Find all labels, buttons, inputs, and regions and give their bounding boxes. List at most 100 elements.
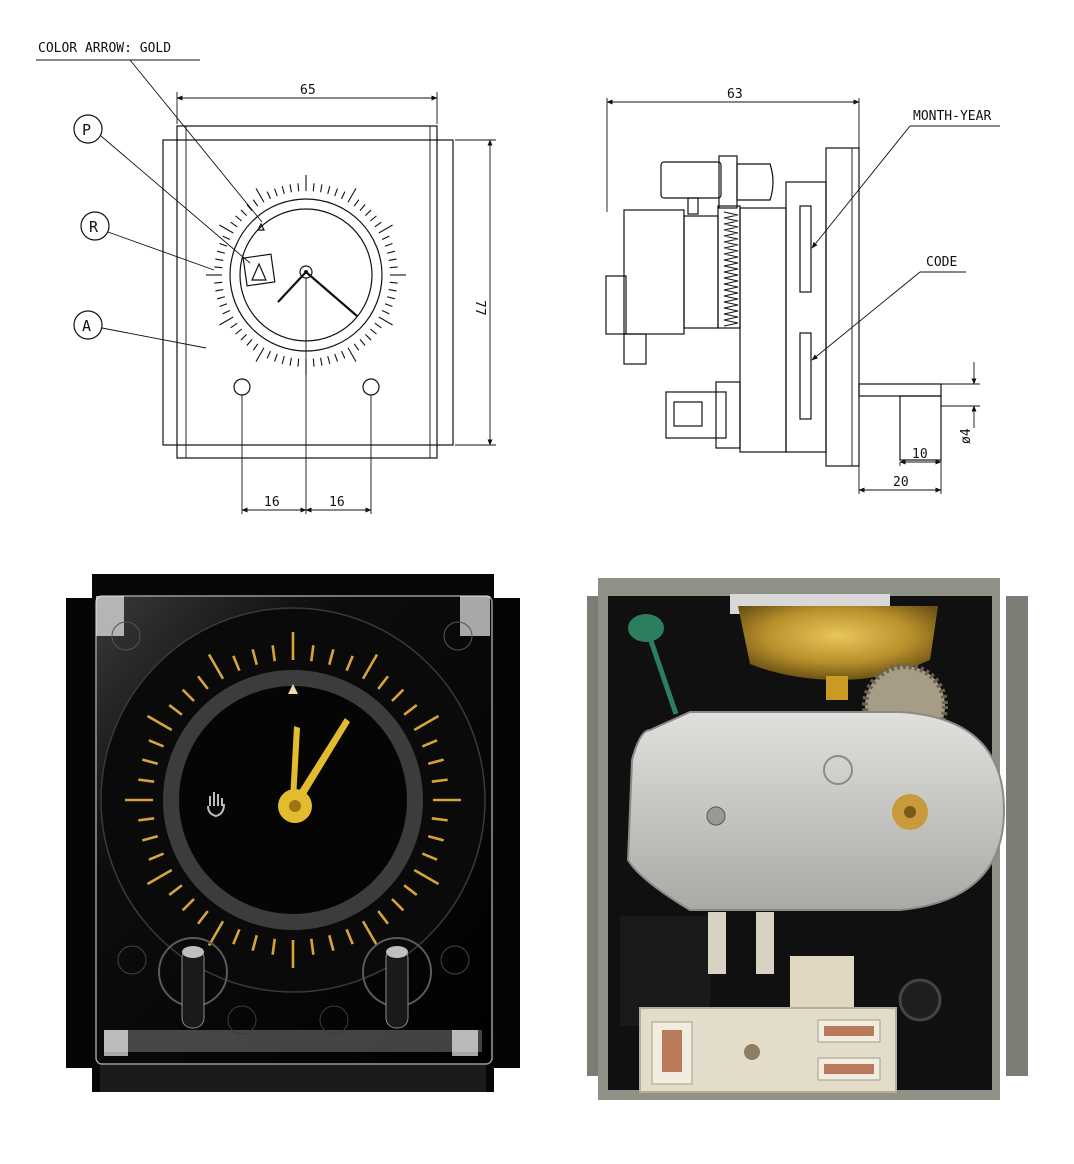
synchronous-motor <box>626 711 1006 911</box>
index-arrow-mark <box>257 222 265 231</box>
tick-mark <box>216 296 226 300</box>
tick-mark <box>222 235 231 240</box>
tick-mark <box>251 648 259 666</box>
tick-mark <box>168 704 183 716</box>
tick-mark <box>413 714 440 732</box>
hour-hand-photo <box>290 726 300 800</box>
tick-mark <box>274 188 278 197</box>
tick-mark <box>374 221 382 228</box>
tick-mark <box>232 655 241 672</box>
tick-mark <box>222 310 231 315</box>
tick-mark <box>181 898 195 912</box>
tick-mark <box>266 191 271 200</box>
tick-mark <box>141 834 159 842</box>
tick-mark <box>381 235 390 240</box>
tick-mark <box>289 184 292 193</box>
tick-mark <box>219 316 234 326</box>
motor-block-side <box>623 209 685 335</box>
tick-mark <box>138 816 155 822</box>
tick-mark <box>141 758 159 766</box>
manual-mode-symbol <box>251 262 267 281</box>
tick-mark <box>345 655 354 672</box>
tick-mark <box>421 739 438 748</box>
side-view-drawing: 63 MONTH-YEAR CODE <box>605 87 1000 494</box>
tick-mark <box>138 778 155 784</box>
tick-mark <box>235 215 243 222</box>
tick-mark <box>359 204 366 212</box>
code-slot <box>799 332 812 420</box>
tick-mark <box>240 209 247 216</box>
alarm-bell-side <box>660 161 722 199</box>
tick-mark <box>281 355 285 365</box>
tick-mark <box>327 185 331 195</box>
label-a: A <box>82 317 91 335</box>
tick-mark <box>431 778 448 784</box>
label-a-circle <box>73 310 103 340</box>
tick-mark <box>427 758 445 766</box>
shaft-diameter-dimension: ø4 <box>959 428 974 444</box>
front-frame-outline <box>176 125 438 459</box>
tick-mark <box>219 243 228 247</box>
tick-mark <box>148 852 165 861</box>
tick-mark <box>168 884 183 896</box>
tick-mark <box>271 938 277 955</box>
tick-mark <box>320 184 323 193</box>
tick-mark <box>365 334 372 341</box>
tick-mark <box>403 884 418 896</box>
tick-mark <box>232 928 241 945</box>
tick-mark <box>374 322 382 329</box>
tick-mark <box>403 704 418 716</box>
tick-mark <box>377 675 389 690</box>
tick-mark <box>271 645 277 662</box>
hour-hand <box>277 271 307 303</box>
gold-tick-marks <box>125 632 461 968</box>
tick-mark <box>146 868 173 886</box>
color-arrow-callout: COLOR ARROW: GOLD <box>38 41 171 56</box>
tick-mark <box>384 303 393 307</box>
color-arrow-leader <box>129 59 263 223</box>
tick-mark <box>334 188 338 197</box>
tick-mark <box>327 934 335 952</box>
tick-mark <box>386 296 396 300</box>
tick-mark <box>421 852 438 861</box>
tick-mark <box>252 343 259 351</box>
shaft-total-dimension: 20 <box>893 475 909 490</box>
tick-mark <box>214 266 223 269</box>
tick-mark <box>365 209 372 216</box>
tick-mark <box>431 816 448 822</box>
tick-mark <box>215 258 224 261</box>
left-spacing-dimension: 16 <box>264 495 280 510</box>
terminal-tab <box>623 333 647 365</box>
bell-cap <box>736 163 774 201</box>
tick-mark <box>341 191 346 200</box>
tick-mark <box>384 243 393 247</box>
tick-mark <box>297 358 300 367</box>
tick-mark <box>246 204 253 212</box>
tick-mark <box>327 648 335 666</box>
tick-mark <box>345 928 354 945</box>
tick-mark <box>146 714 173 732</box>
hand-icon <box>207 792 225 818</box>
label-r-circle <box>80 211 110 241</box>
tick-mark <box>378 224 393 234</box>
tick-mark <box>266 350 271 359</box>
tick-mark <box>207 920 225 947</box>
tick-mark <box>389 266 398 269</box>
dial-tick-marks <box>206 175 406 375</box>
hand-symbol-outline <box>242 253 276 287</box>
tick-mark <box>309 938 315 955</box>
tick-mark <box>312 183 315 192</box>
tick-mark <box>255 347 265 362</box>
tick-mark <box>413 868 440 886</box>
tick-mark <box>255 188 265 203</box>
tick-mark <box>378 316 393 326</box>
right-spacing-dimension: 16 <box>329 495 345 510</box>
tick-mark <box>369 215 377 222</box>
tick-mark <box>389 281 398 284</box>
tick-mark <box>361 653 379 680</box>
back-plate-outline <box>162 139 454 446</box>
tick-mark <box>369 328 377 335</box>
tick-mark <box>347 188 357 203</box>
tick-mark <box>334 353 338 362</box>
tick-mark <box>297 183 300 192</box>
